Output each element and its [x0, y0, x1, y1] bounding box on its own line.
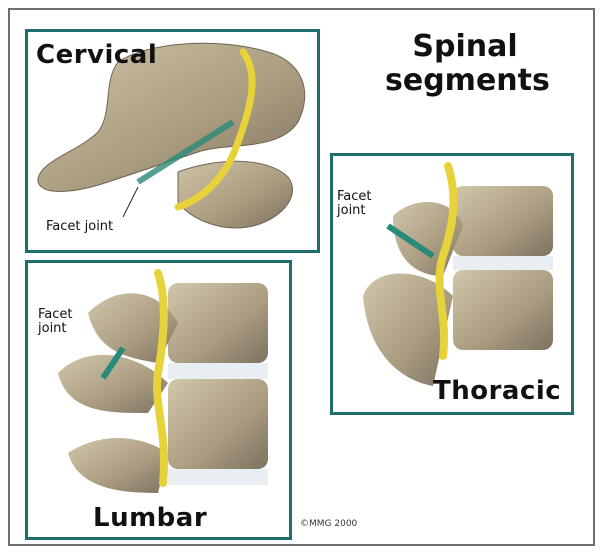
lumbar-facet-label-line-1: Facet: [38, 308, 73, 322]
cervical-facet-pointer: [123, 187, 138, 217]
thoracic-label: Thoracic: [433, 376, 561, 406]
cervical-label: Cervical: [36, 40, 157, 70]
diagram-title: Spinal segments: [385, 30, 545, 98]
lumbar-label: Lumbar: [93, 503, 207, 533]
copyright: ©MMG 2000: [300, 519, 357, 529]
thoracic-body-upper: [453, 186, 553, 256]
title-line-1: Spinal: [385, 30, 545, 64]
lumbar-facet-label: Facet joint: [38, 308, 73, 336]
cervical-facet-label: Facet joint: [46, 220, 113, 234]
lumbar-body-middle: [168, 379, 268, 469]
lumbar-disc-lower: [168, 469, 268, 485]
lumbar-vertebra-illustration: [28, 263, 289, 537]
thoracic-facet-label: Facet joint: [337, 190, 372, 218]
lumbar-facet-label-line-2: joint: [38, 322, 73, 336]
thoracic-body-lower: [453, 270, 553, 350]
lumbar-panel: Facet joint Lumbar: [25, 260, 292, 540]
thoracic-facet-label-line-1: Facet: [337, 190, 372, 204]
cervical-panel: Cervical Facet joint: [25, 29, 320, 253]
thoracic-facet-label-line-2: joint: [337, 204, 372, 218]
lumbar-body-upper: [168, 283, 268, 363]
lumbar-process-3: [68, 438, 168, 493]
thoracic-panel: Facet joint Thoracic: [330, 153, 574, 415]
title-line-2: segments: [385, 64, 545, 98]
cervical-vertebra-lower: [178, 161, 292, 228]
thoracic-disc: [453, 256, 553, 270]
lumbar-disc-upper: [168, 363, 268, 379]
